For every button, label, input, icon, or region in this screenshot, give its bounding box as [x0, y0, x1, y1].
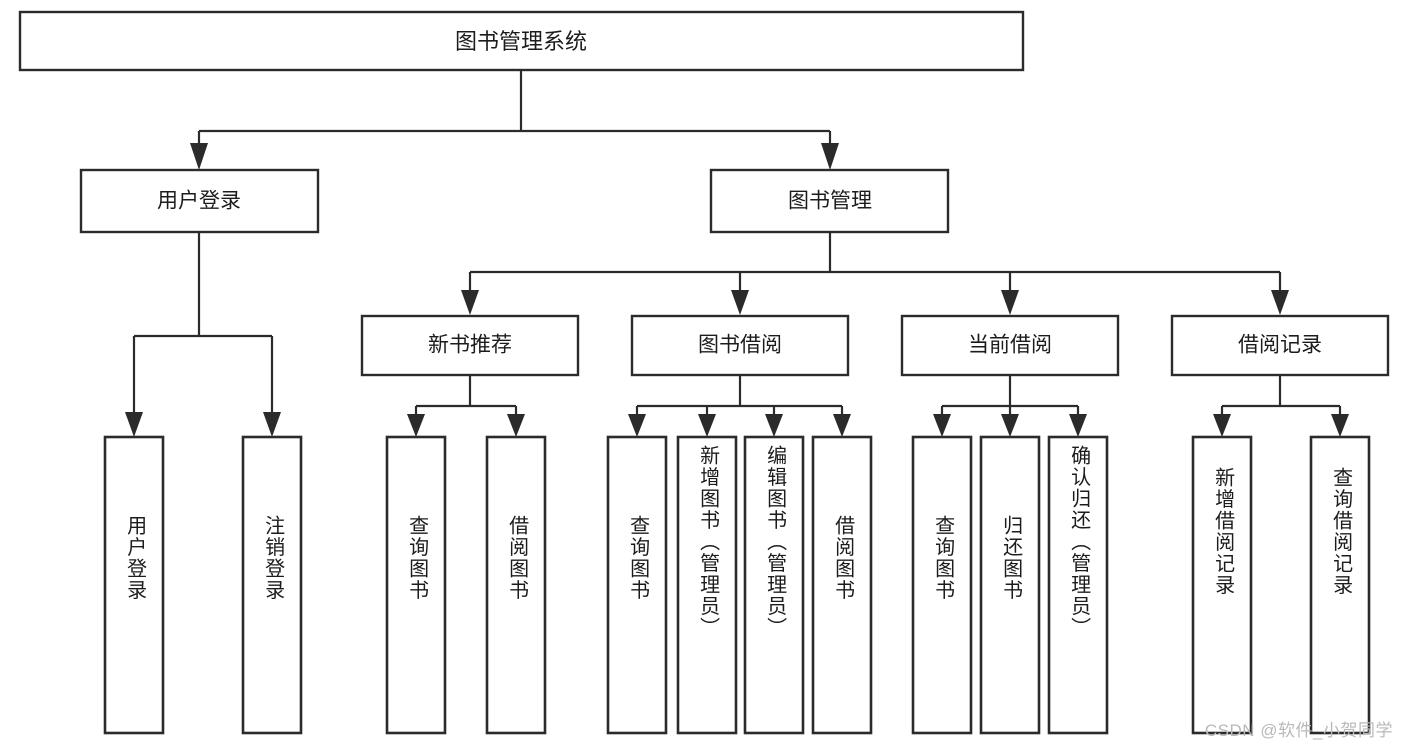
edge-group-book-borrow	[628, 375, 851, 437]
node-leaf-edit-book-rect[interactable]	[743, 435, 805, 735]
node-book-borrow-rect	[630, 314, 850, 377]
node-book-borrow[interactable]: 图书借阅	[630, 314, 850, 377]
node-new-book-rec[interactable]: 新书推荐	[360, 314, 580, 377]
node-new-book-rec-label: 新书推荐	[428, 334, 512, 357]
node-book-manage[interactable]: 图书管理	[709, 168, 950, 234]
node-root-rect	[18, 10, 1025, 72]
node-root[interactable]: 图书管理系统	[18, 10, 1025, 72]
node-book-manage-rect	[709, 168, 950, 234]
arrow-head-leaf-logout	[263, 412, 281, 437]
node-leaf-add-record-rect[interactable]	[1191, 435, 1253, 735]
arrow-head-leaf-confirm-return	[1069, 414, 1087, 437]
node-book-borrow-label: 图书借阅	[698, 334, 782, 357]
arrow-head-book-manage	[821, 143, 839, 170]
node-current-borrow-rect	[900, 314, 1120, 377]
node-leaf-borrow-book-2-rect[interactable]	[811, 435, 873, 735]
node-new-book-rec-rect	[360, 314, 580, 377]
arrow-head-leaf-query-book-2	[628, 414, 646, 437]
node-current-borrow[interactable]: 当前借阅	[900, 314, 1120, 377]
node-leaf-query-book-3-rect[interactable]	[911, 435, 973, 735]
node-leaf-confirm-return-rect[interactable]	[1047, 435, 1109, 735]
arrow-head-leaf-query-book-3	[933, 414, 951, 437]
arrow-head-leaf-add-record	[1213, 414, 1231, 437]
node-borrow-record[interactable]: 借阅记录	[1170, 314, 1390, 377]
node-current-borrow-label: 当前借阅	[968, 334, 1052, 357]
node-leaf-query-book-1-rect[interactable]	[385, 435, 447, 735]
node-root-label: 图书管理系统	[455, 29, 587, 54]
arrow-head-current-borrow	[1001, 290, 1019, 315]
arrow-head-leaf-user-login	[125, 412, 143, 437]
node-leaf-query-record-rect[interactable]	[1309, 435, 1371, 735]
node-user-login-rect	[79, 168, 320, 234]
node-leaf-borrow-book-1-rect[interactable]	[485, 435, 547, 735]
edge-group-book-manage	[461, 232, 1289, 315]
node-book-manage-label: 图书管理	[788, 190, 872, 213]
arrow-head-borrow-record	[1271, 290, 1289, 315]
node-borrow-record-label: 借阅记录	[1238, 334, 1322, 357]
edge-group-borrow-record	[1213, 375, 1349, 437]
edge-group-new-book-rec	[407, 375, 525, 437]
node-leaf-logout-rect[interactable]	[241, 435, 303, 735]
arrow-head-leaf-borrow-book-1	[507, 414, 525, 437]
arrow-head-leaf-return-book	[1001, 414, 1019, 437]
edge-group-root	[190, 70, 839, 170]
arrow-head-leaf-add-book	[698, 414, 716, 437]
node-leaf-user-login-rect[interactable]	[103, 435, 165, 735]
node-leaf-add-book-rect[interactable]	[676, 435, 738, 735]
node-leaf-query-book-2-rect[interactable]	[606, 435, 668, 735]
arrow-head-book-borrow	[731, 290, 749, 315]
edge-group-current-borrow	[933, 375, 1087, 437]
node-user-login[interactable]: 用户登录	[79, 168, 320, 234]
node-leaf-return-book-rect[interactable]	[979, 435, 1041, 735]
csdn-watermark: CSDN @软件_小贺同学	[1204, 721, 1393, 740]
node-borrow-record-rect	[1170, 314, 1390, 377]
edge-group-user-login	[125, 232, 281, 437]
arrow-head-leaf-query-book-1	[407, 414, 425, 437]
arrow-head-leaf-borrow-book-2	[833, 414, 851, 437]
leaf-boxes	[103, 435, 1371, 735]
arrow-head-leaf-edit-book	[765, 414, 783, 437]
arrow-head-user-login	[190, 143, 208, 170]
node-user-login-label: 用户登录	[157, 190, 241, 213]
arrow-head-new-book-rec	[461, 290, 479, 315]
arrow-head-leaf-query-record	[1331, 414, 1349, 437]
